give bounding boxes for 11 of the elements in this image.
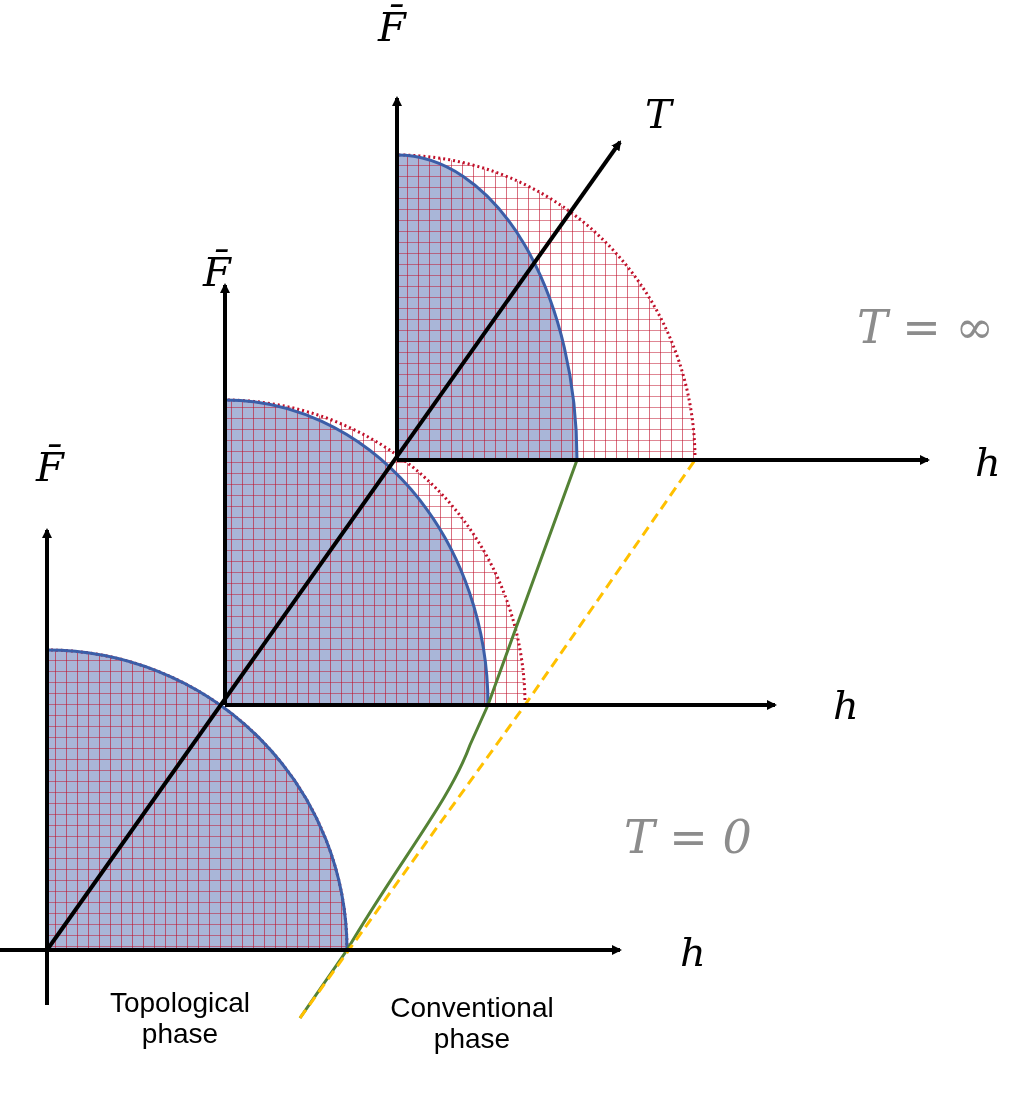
axis-label: h bbox=[833, 683, 859, 727]
axis-label: T bbox=[645, 92, 672, 136]
annotation-label: T = 0 bbox=[624, 812, 752, 863]
axis-label: F̄ bbox=[203, 250, 231, 294]
annotation-label: T = ∞ bbox=[857, 302, 994, 353]
region-label: Conventional phase bbox=[389, 993, 555, 1055]
region-label: Topological phase bbox=[108, 988, 252, 1050]
axis-label: h bbox=[680, 930, 706, 974]
axis-label: F̄ bbox=[36, 445, 64, 489]
axis-label: F̄ bbox=[378, 5, 406, 49]
axis-label: h bbox=[975, 440, 1001, 484]
